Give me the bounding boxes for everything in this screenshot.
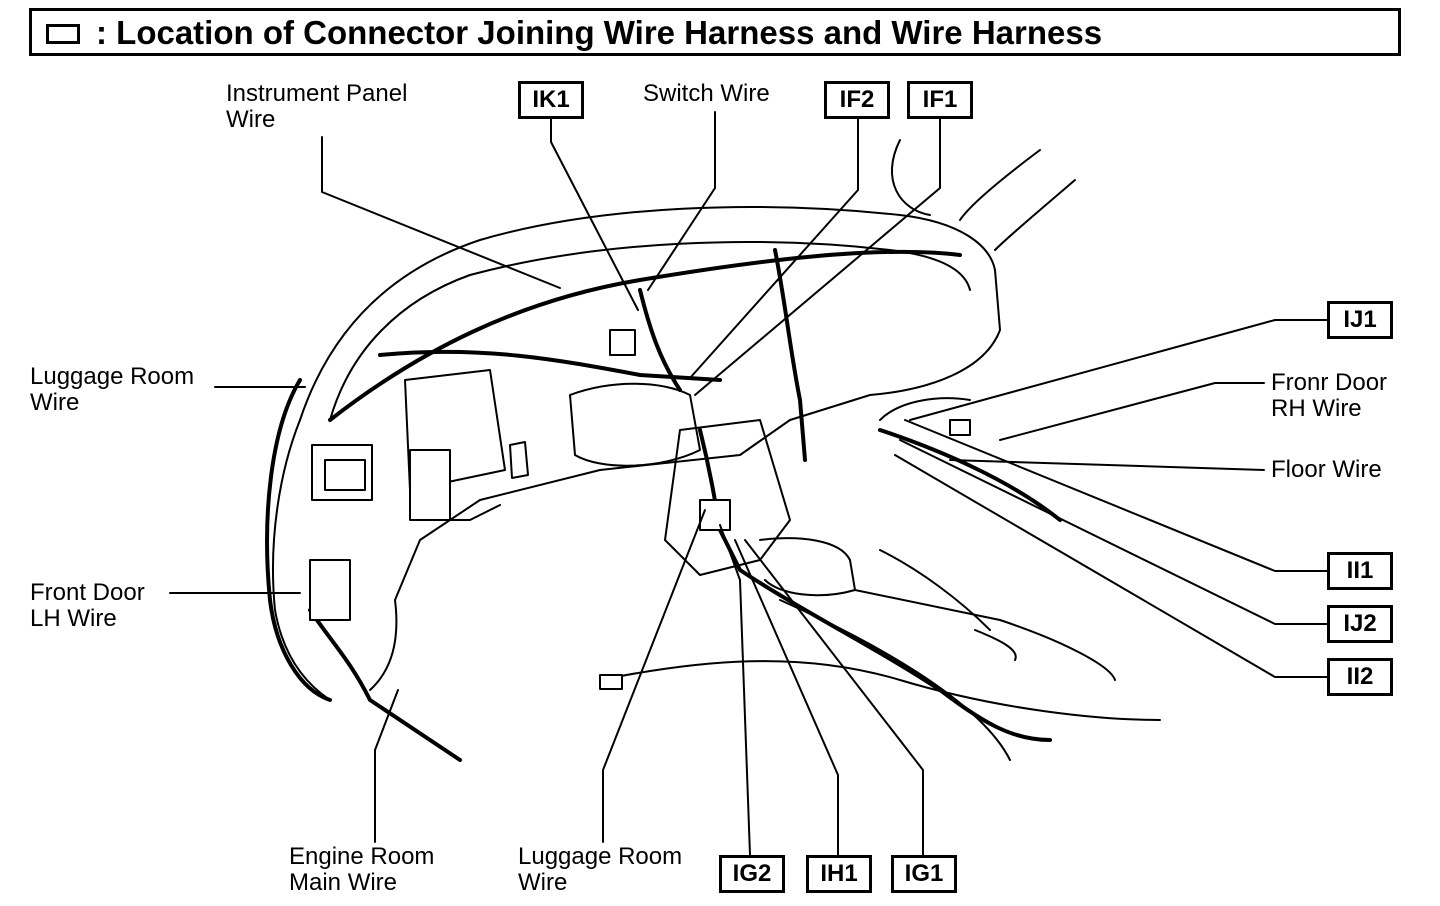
connector-ij2: IJ2 [1327, 605, 1393, 643]
page-title: : Location of Connector Joining Wire Har… [96, 14, 1103, 51]
dashboard-outline [272, 139, 1161, 761]
floor-wire-label: Floor Wire [1271, 456, 1382, 483]
fronr-door-rh-wire-label: Fronr Door RH Wire [1271, 369, 1388, 422]
connector-ig1: IG1 [891, 855, 957, 893]
connector-ii1: II1 [1327, 552, 1393, 590]
engine-room-main-wire-label: Engine Room Main Wire [289, 843, 435, 896]
front-door-lh-wire-label: Front Door LH Wire [30, 579, 145, 632]
luggage-room-wire-bottom-label: Luggage Room Wire [518, 843, 683, 896]
connector-if1: IF1 [907, 81, 973, 119]
connector-blocks [309, 329, 971, 690]
connector-ij1: IJ1 [1327, 301, 1393, 339]
harness-bundles [265, 248, 1062, 762]
legend-box-icon [46, 24, 80, 44]
title-box: : Location of Connector Joining Wire Har… [29, 8, 1401, 56]
luggage-room-wire-left-label: Luggage Room Wire [30, 363, 195, 416]
instrument-panel-wire-label: Instrument Panel Wire [226, 80, 408, 133]
connector-ii2: II2 [1327, 658, 1393, 696]
switch-wire-label: Switch Wire [643, 80, 770, 107]
connector-ik1: IK1 [518, 81, 584, 119]
connector-if2: IF2 [824, 81, 890, 119]
connector-ig2: IG2 [719, 855, 785, 893]
leader-lines [169, 111, 1328, 856]
connector-ih1: IH1 [806, 855, 872, 893]
